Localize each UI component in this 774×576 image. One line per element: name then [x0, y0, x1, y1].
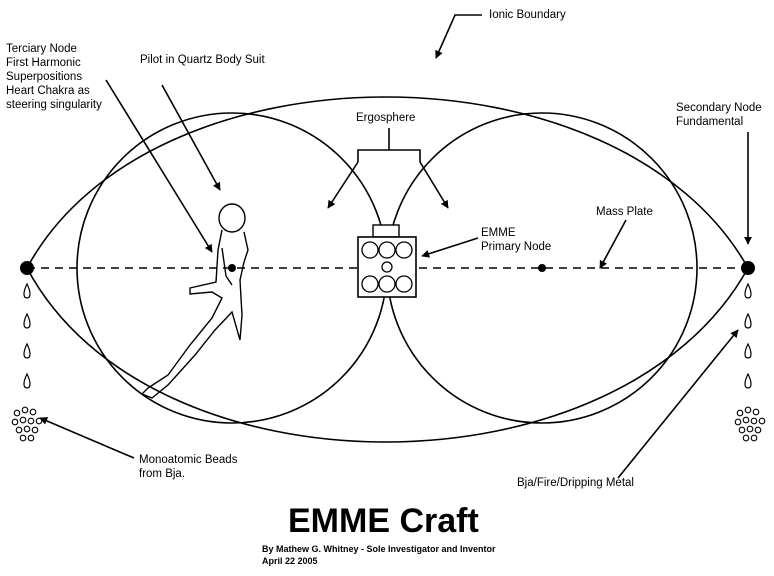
pilot-arrow [161, 84, 221, 191]
right-droplets [744, 282, 752, 389]
tertiary-node-label: Terciary Node First Harmonic Superpositi… [6, 43, 102, 111]
right-center-dot [538, 264, 546, 272]
beads-label: Monoatomic Beads from Bja. [139, 454, 241, 480]
left-end-node [20, 261, 34, 275]
primary-node-arrow [421, 237, 479, 258]
secondary-node-dot [741, 261, 755, 275]
ergosphere-left-arrow [327, 161, 359, 209]
left-droplets [23, 282, 31, 389]
beads-arrow [39, 417, 135, 459]
ionic-boundary-label: Ionic Boundary [489, 9, 566, 21]
primary-node-label: EMME Primary Node [481, 227, 551, 253]
credit-line: By Mathew G. Whitney - Sole Investigator… [262, 544, 498, 566]
ergosphere-bracket [357, 149, 421, 162]
dripping-metal-arrow [617, 329, 739, 479]
primary-node-block [357, 224, 417, 298]
dripping-metal-label: Bja/Fire/Dripping Metal [517, 477, 634, 489]
secondary-node-label: Secondary Node Fundamental [676, 102, 765, 128]
right-bead-cluster [734, 406, 766, 442]
tertiary-node-arrow [105, 79, 213, 253]
ergosphere-label: Ergosphere [356, 112, 415, 124]
mass-plate-label: Mass Plate [596, 206, 653, 218]
ionic-boundary-arrow [435, 14, 482, 59]
mass-plate-arrow [599, 219, 627, 269]
ergosphere-right-arrow [419, 161, 449, 209]
tertiary-node-dot [228, 264, 236, 272]
left-bead-cluster [11, 406, 43, 442]
pilot-label: Pilot in Quartz Body Suit [140, 54, 265, 66]
pilot-figure [140, 203, 249, 399]
diagram-title: EMME Craft [288, 502, 479, 540]
